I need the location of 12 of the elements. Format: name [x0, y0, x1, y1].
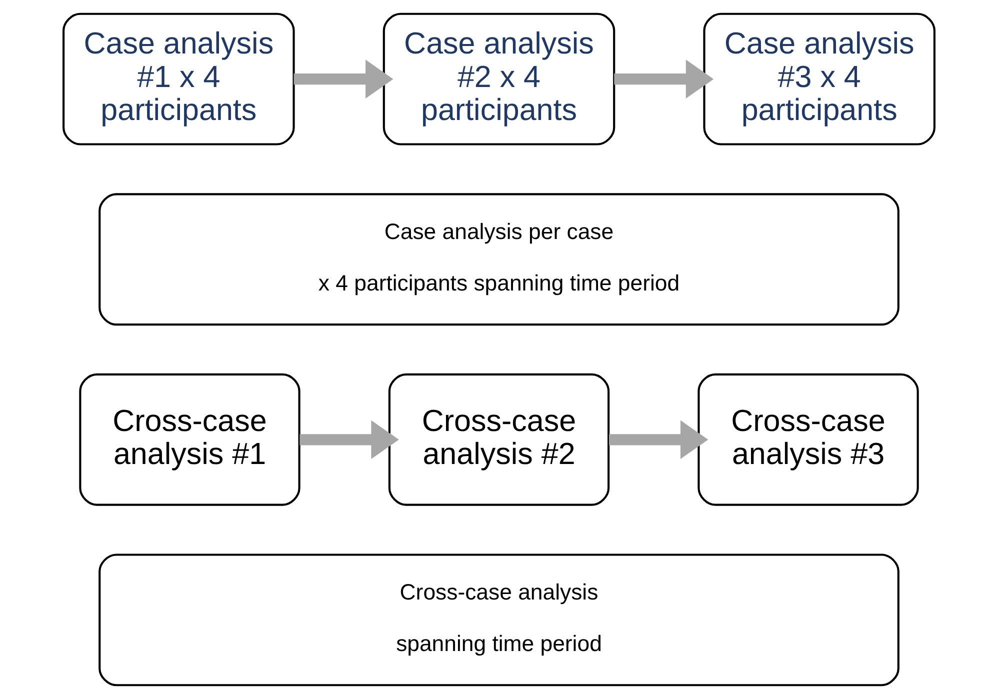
- node-box: Cross-case analysis spanning time period: [98, 554, 899, 686]
- node-box: Cross-case analysis #2: [388, 373, 610, 506]
- arrow: [299, 420, 398, 460]
- arrow: [614, 60, 714, 98]
- arrow: [608, 420, 708, 460]
- node-box: Case analysis per case x 4 participants spanning time period: [98, 193, 899, 326]
- node-box: Case analysis #2 x 4 participants: [382, 12, 615, 146]
- node-box: Case analysis #3 x 4 participants: [702, 12, 935, 146]
- node-box: Case analysis #1 x 4 participants: [62, 12, 294, 146]
- node-box: Cross-case analysis #1: [78, 373, 300, 506]
- arrow: [293, 60, 393, 98]
- node-box: Cross-case analysis #3: [697, 373, 918, 506]
